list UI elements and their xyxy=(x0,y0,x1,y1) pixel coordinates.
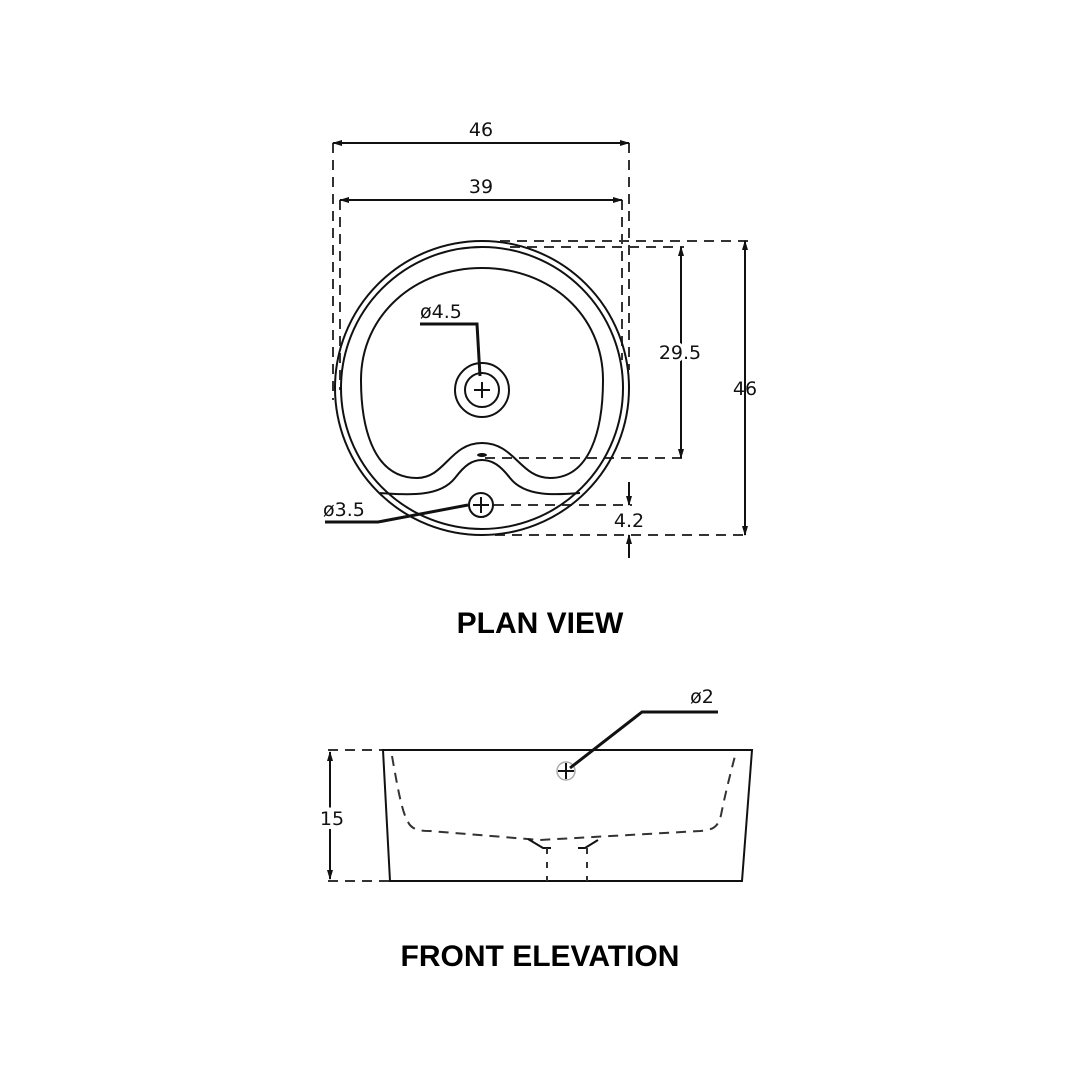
dimension-overflow-diameter-front: ø2 xyxy=(690,686,714,708)
basin-outline xyxy=(334,240,630,536)
plan-dimension-lines xyxy=(332,140,748,558)
plan-view-title: PLAN VIEW xyxy=(457,607,624,640)
dimension-bowl-depth: 29.5 xyxy=(659,342,701,364)
plan-view: 46 39 46 29.5 4.2 ø4.5 ø3.5 PLAN VIEW xyxy=(323,119,757,640)
dimension-overall-width: 46 xyxy=(469,119,493,141)
dimension-overflow-diameter: ø3.5 xyxy=(323,499,365,521)
basin-side-outline xyxy=(381,749,754,882)
drain-icon xyxy=(454,362,510,418)
dimension-overflow-offset: 4.2 xyxy=(614,510,644,532)
dimension-height: 15 xyxy=(320,808,344,830)
dimension-inner-width: 39 xyxy=(469,176,493,198)
plan-leaders xyxy=(325,322,482,524)
front-elevation-title: FRONT ELEVATION xyxy=(401,940,680,973)
dimension-overall-depth: 46 xyxy=(733,378,757,400)
overflow-leader xyxy=(569,710,718,770)
plan-extension-lines xyxy=(332,143,748,536)
front-elevation: 15 ø2 FRONT ELEVATION xyxy=(316,686,754,973)
dimension-drain-diameter: ø4.5 xyxy=(420,301,462,323)
overflow-hole-icon xyxy=(468,492,494,518)
overflow-hole-icon xyxy=(556,761,576,781)
